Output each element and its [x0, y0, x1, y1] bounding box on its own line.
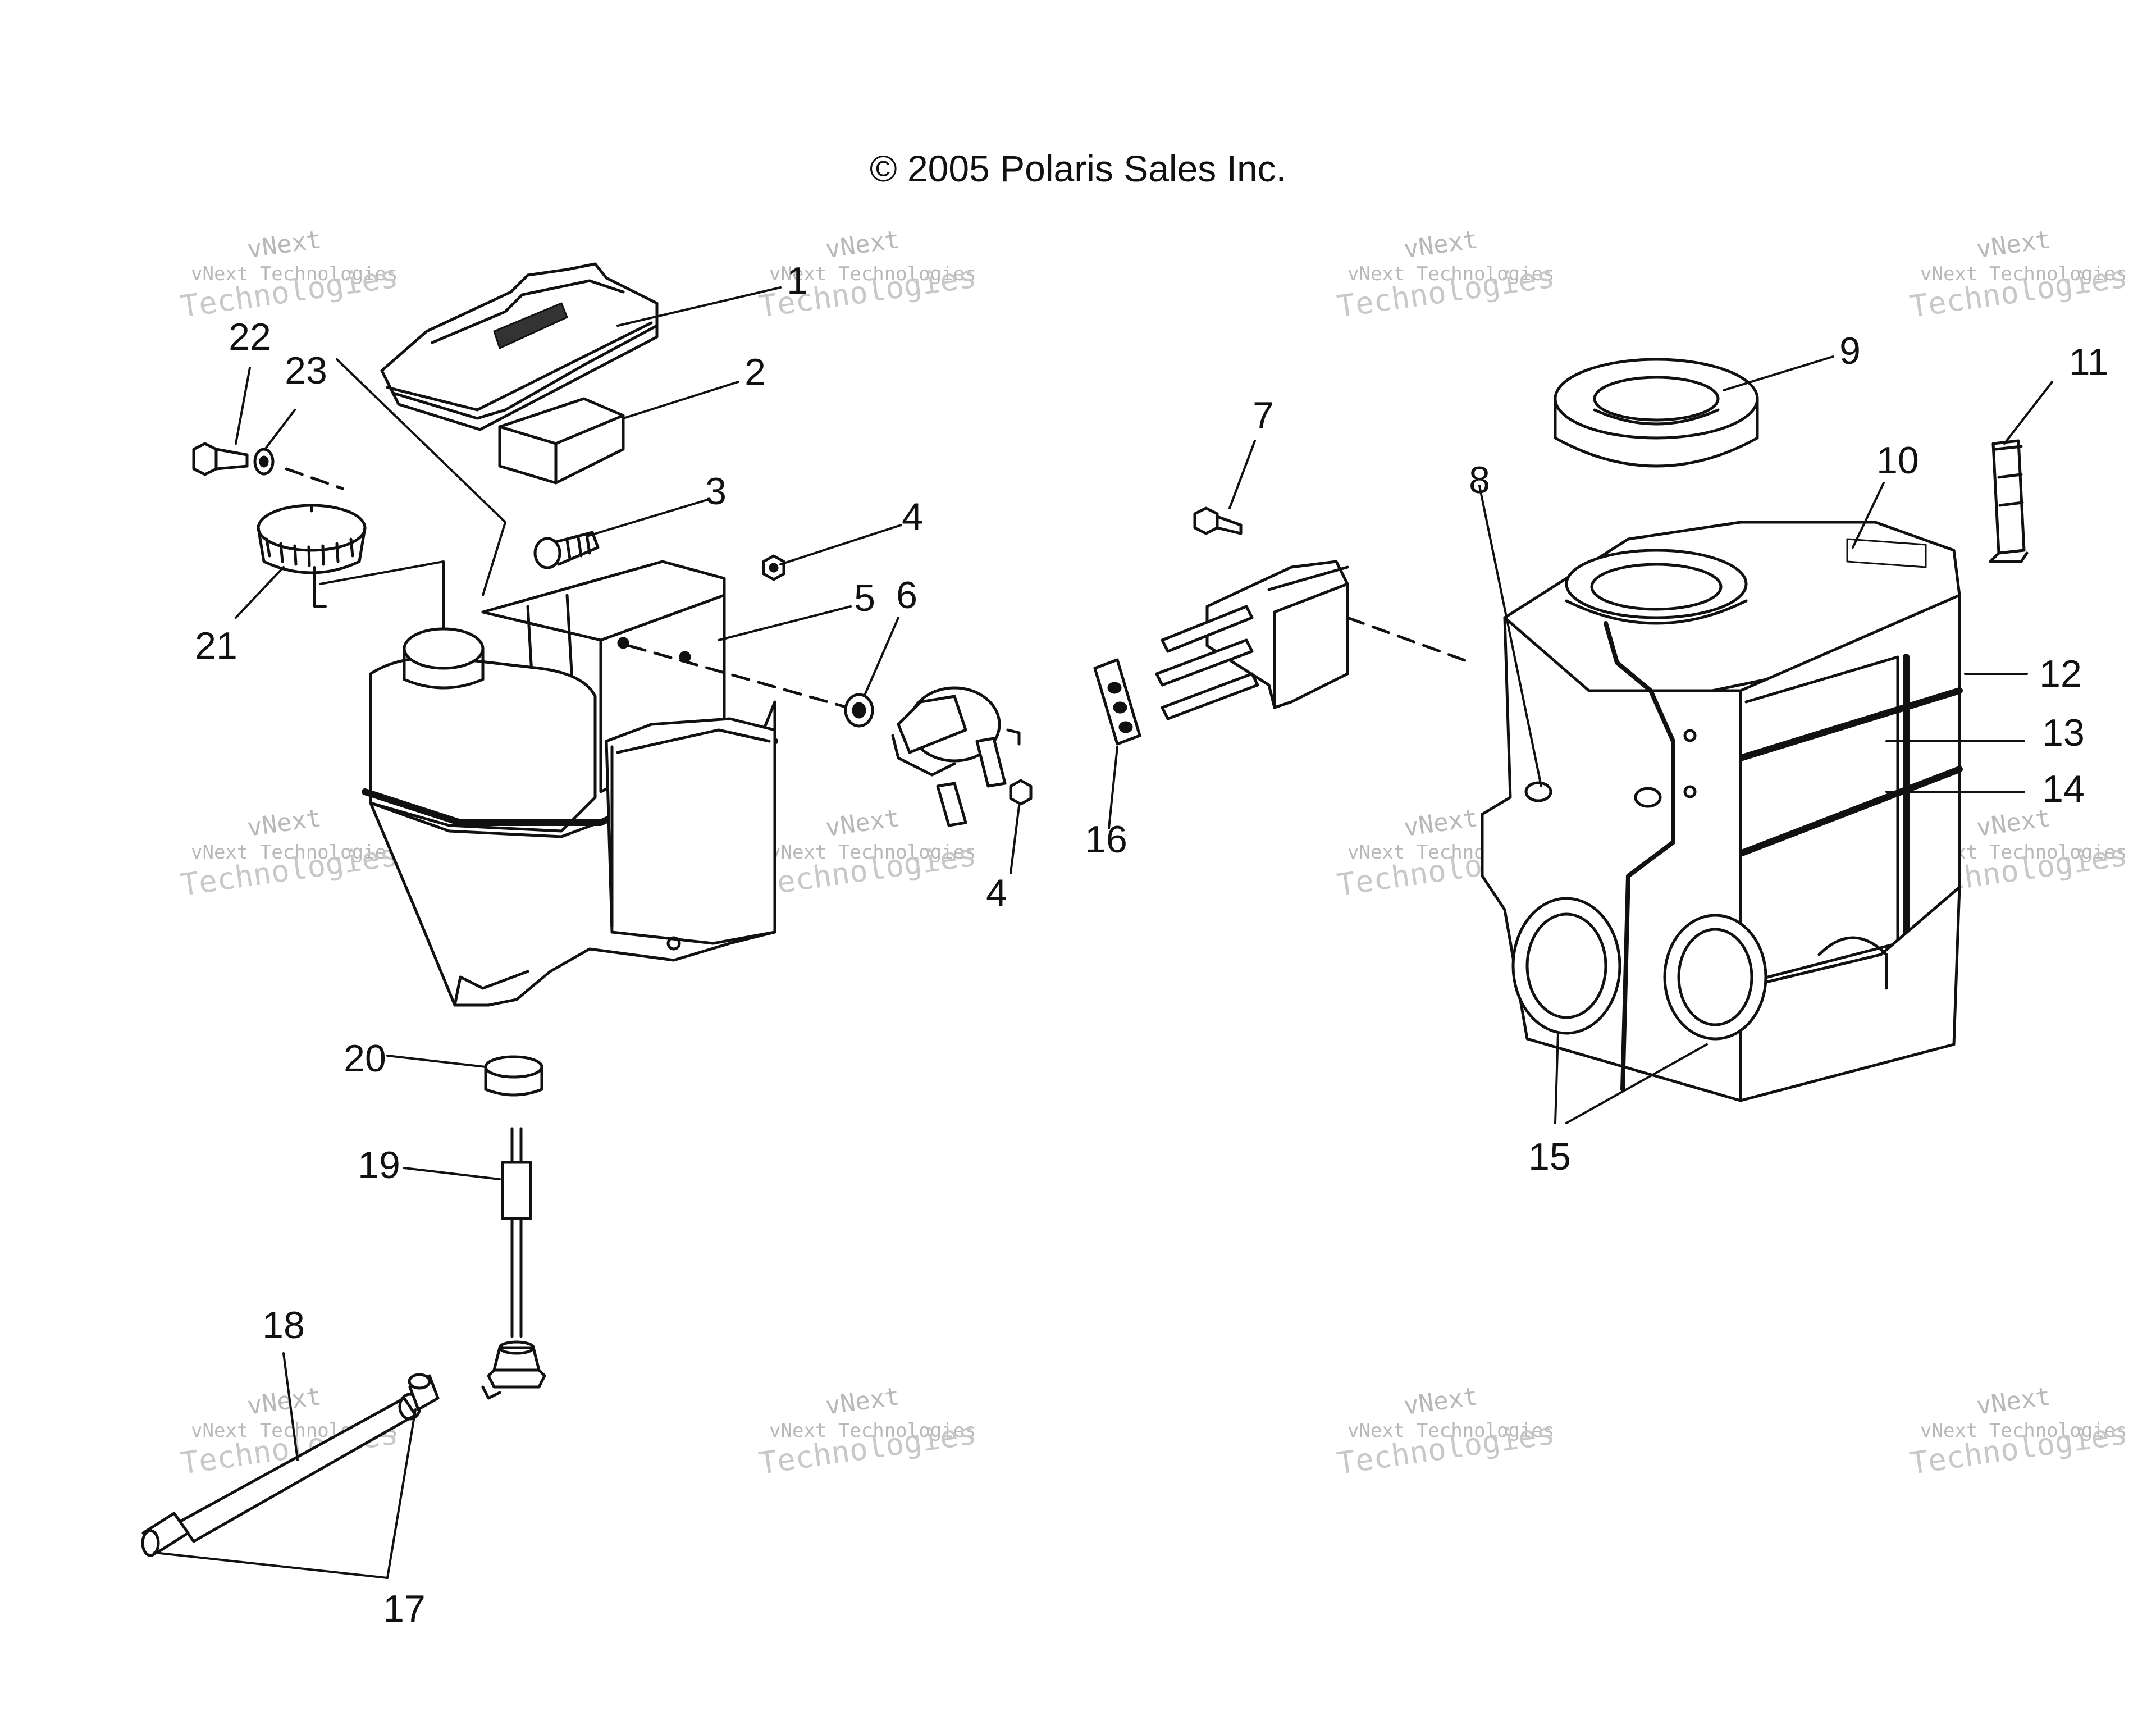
callout-1: 1 — [787, 259, 808, 302]
callout-11: 11 — [2069, 341, 2109, 384]
callout-13: 13 — [2042, 711, 2085, 754]
callout-17: 17 — [383, 1587, 426, 1630]
callout-8: 8 — [1469, 459, 1490, 501]
callout-16: 16 — [1085, 818, 1127, 861]
part-clip — [1093, 658, 1141, 746]
part-block — [498, 397, 625, 485]
part-coupler — [1155, 560, 1473, 720]
part-hose — [178, 1393, 422, 1543]
callout-2: 2 — [744, 351, 766, 394]
callout-19: 19 — [358, 1144, 400, 1186]
part-bolt-small — [1193, 506, 1243, 535]
part-filter-ring — [1554, 358, 1759, 468]
callout-15: 15 — [1528, 1135, 1571, 1178]
part-pump — [891, 686, 1021, 827]
part-nut-upper — [762, 554, 785, 581]
part-plug — [484, 1055, 543, 1097]
part-oil-tank — [313, 358, 849, 1007]
part-latch — [1989, 439, 2029, 563]
callout-5: 5 — [854, 577, 875, 619]
part-bolt-washer — [192, 442, 344, 490]
part-clamps — [141, 1373, 440, 1557]
callout-6: 6 — [896, 574, 917, 617]
part-screw — [533, 531, 600, 569]
callout-23: 23 — [285, 349, 327, 392]
callout-9: 9 — [1839, 330, 1861, 372]
callout-10: 10 — [1876, 439, 1919, 482]
part-airbox — [1481, 521, 1963, 1102]
callout-20: 20 — [344, 1037, 386, 1080]
copyright-notice: © 2005 Polaris Sales Inc. — [869, 148, 1287, 189]
callout-3: 3 — [705, 470, 727, 513]
callout-18: 18 — [262, 1304, 305, 1347]
callout-14: 14 — [2042, 768, 2085, 810]
callout-12: 12 — [2039, 652, 2082, 695]
callout-22: 22 — [229, 316, 271, 358]
leader-lines — [153, 286, 2053, 1579]
part-filler-cap — [257, 504, 367, 574]
callout-labels: 1 2 3 4 5 6 4 7 8 9 10 11 12 13 14 15 16… — [195, 259, 2108, 1630]
callout-4-lower: 4 — [986, 871, 1007, 914]
part-sender — [481, 1127, 546, 1400]
callout-21: 21 — [195, 624, 237, 667]
part-cover — [380, 262, 659, 431]
part-nut-lower — [1009, 779, 1033, 806]
part-grommet — [844, 693, 874, 728]
callout-7: 7 — [1253, 394, 1274, 437]
callout-4-upper: 4 — [902, 495, 923, 538]
